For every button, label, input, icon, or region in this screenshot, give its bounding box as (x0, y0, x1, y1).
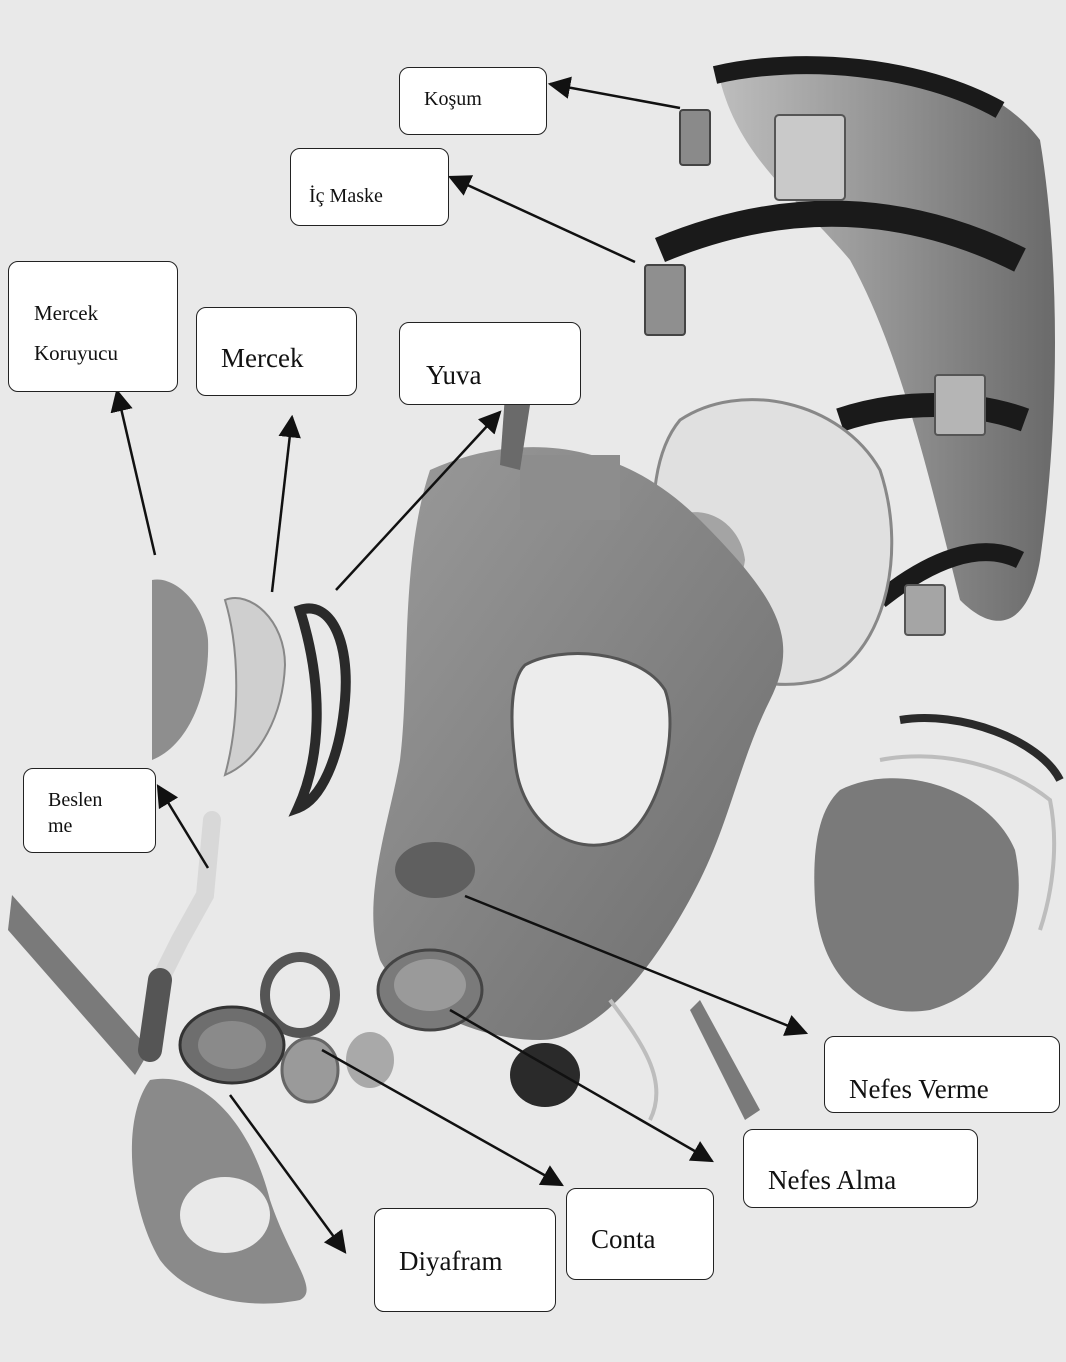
arrow-ic-maske (450, 177, 635, 262)
arrow-kosum (550, 84, 680, 108)
small-parts (610, 1000, 760, 1120)
label-nefes-verme: Nefes Verme (824, 1036, 1060, 1113)
label-mercek: Mercek (196, 307, 357, 396)
label-conta: Conta (566, 1188, 714, 1280)
arrow-beslenme (158, 786, 208, 868)
nose-cup-part (814, 718, 1060, 1011)
arrow-mercek-koruyucu (117, 391, 155, 555)
label-kosum: Koşum (399, 67, 547, 135)
front-cover-part (132, 1079, 307, 1304)
lens-seat-part (298, 608, 346, 808)
lens-cover-part (152, 579, 208, 760)
label-diyafram: Diyafram (374, 1208, 556, 1312)
lens-part (225, 598, 285, 775)
label-beslenme: Beslen me (23, 768, 156, 853)
exhalation-valve-part (510, 1043, 580, 1107)
label-yuva: Yuva (399, 322, 581, 405)
arrow-nefes-alma (450, 1010, 712, 1161)
label-ic-maske: İç Maske (290, 148, 449, 226)
label-nefes-alma: Nefes Alma (743, 1129, 978, 1208)
diaphragm-part (180, 1007, 284, 1083)
arrow-mercek (272, 417, 292, 592)
label-mercek-koruyucu: Mercek Koruyucu (8, 261, 178, 392)
